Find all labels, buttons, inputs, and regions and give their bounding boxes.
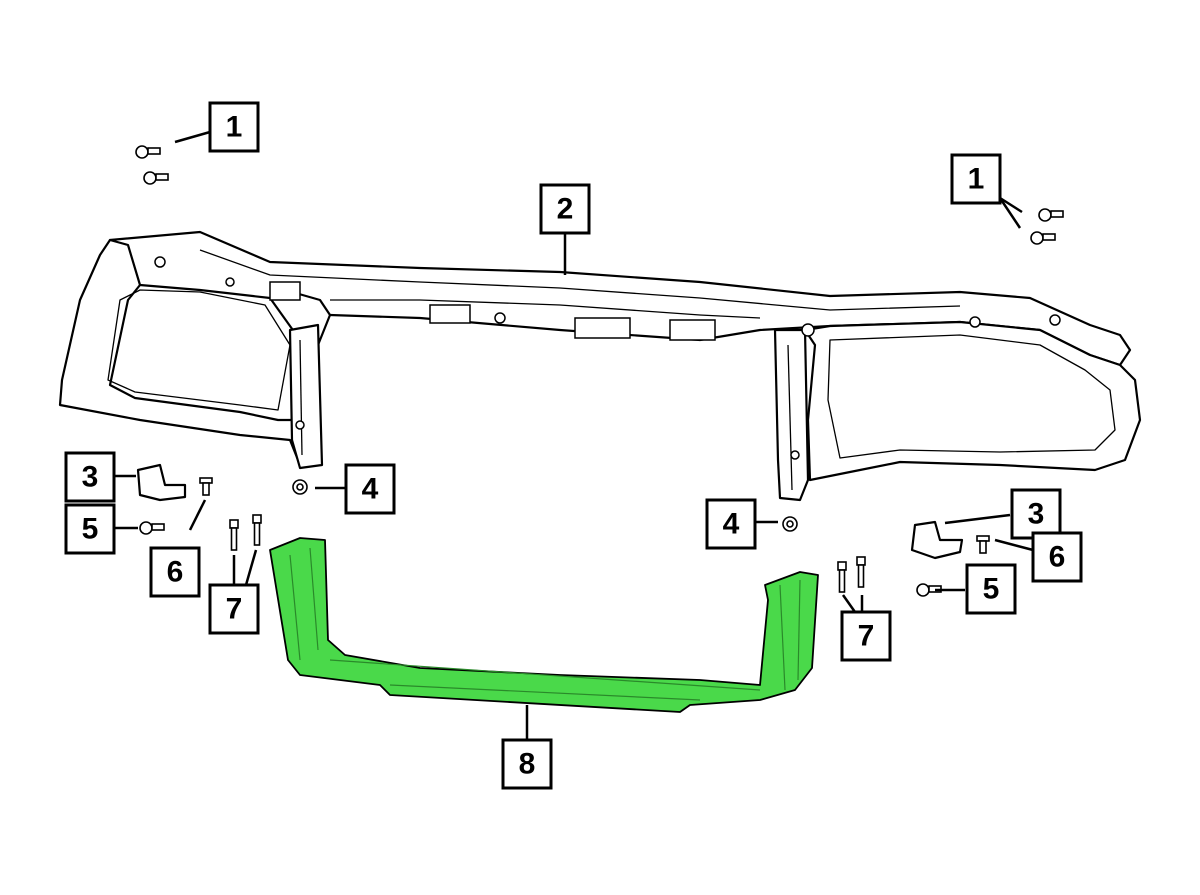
bolt-icon [139,521,165,535]
callout-1-top-right: 1 [950,153,1002,205]
callout-label: 5 [82,513,99,546]
callout-label: 8 [519,748,536,781]
callout-label: 4 [723,508,740,541]
callout-label: 6 [167,556,184,589]
callout-label: 4 [362,473,379,506]
bolt-icon [1038,208,1064,222]
callout-label: 3 [1028,498,1045,531]
callout-5-right: 5 [965,563,1017,615]
long-bolt-icon [837,561,847,593]
callout-label: 7 [858,620,875,653]
callout-4-left: 4 [344,463,396,515]
long-bolt-icon [229,519,239,551]
nut-icon [782,516,798,532]
leader-lines [115,130,1034,740]
callout-2: 2 [539,183,591,235]
callout-7-left: 7 [208,583,260,635]
bracket-icon [136,463,187,502]
callout-label: 5 [983,573,1000,606]
long-bolt-icon [252,514,262,546]
callout-label: 1 [968,163,985,196]
bracket-icon [910,520,964,560]
callout-3-left: 3 [64,451,116,503]
bolt-icon [135,145,161,159]
clip-icon [976,535,990,554]
callout-6-right: 6 [1031,531,1083,583]
callout-label: 3 [82,461,99,494]
long-bolt-icon [856,556,866,588]
fasteners [135,145,1064,597]
callout-1-top-left: 1 [208,101,260,153]
radiator-support-frame [58,230,1142,502]
callout-5-left: 5 [64,503,116,555]
callout-4-right: 4 [705,498,757,550]
callout-label: 7 [226,593,243,626]
callout-8: 8 [501,738,553,790]
lower-support-highlighted [269,537,819,713]
callout-6-left: 6 [149,546,201,598]
callout-label: 6 [1049,541,1066,574]
callout-7-right: 7 [840,610,892,662]
callout-label: 1 [226,111,243,144]
callout-label: 2 [557,193,574,226]
bolt-icon [1030,231,1056,245]
clip-icon [199,477,213,496]
callout-3-right: 3 [1010,488,1062,540]
nut-icon [292,479,308,495]
bolt-icon [143,171,169,185]
